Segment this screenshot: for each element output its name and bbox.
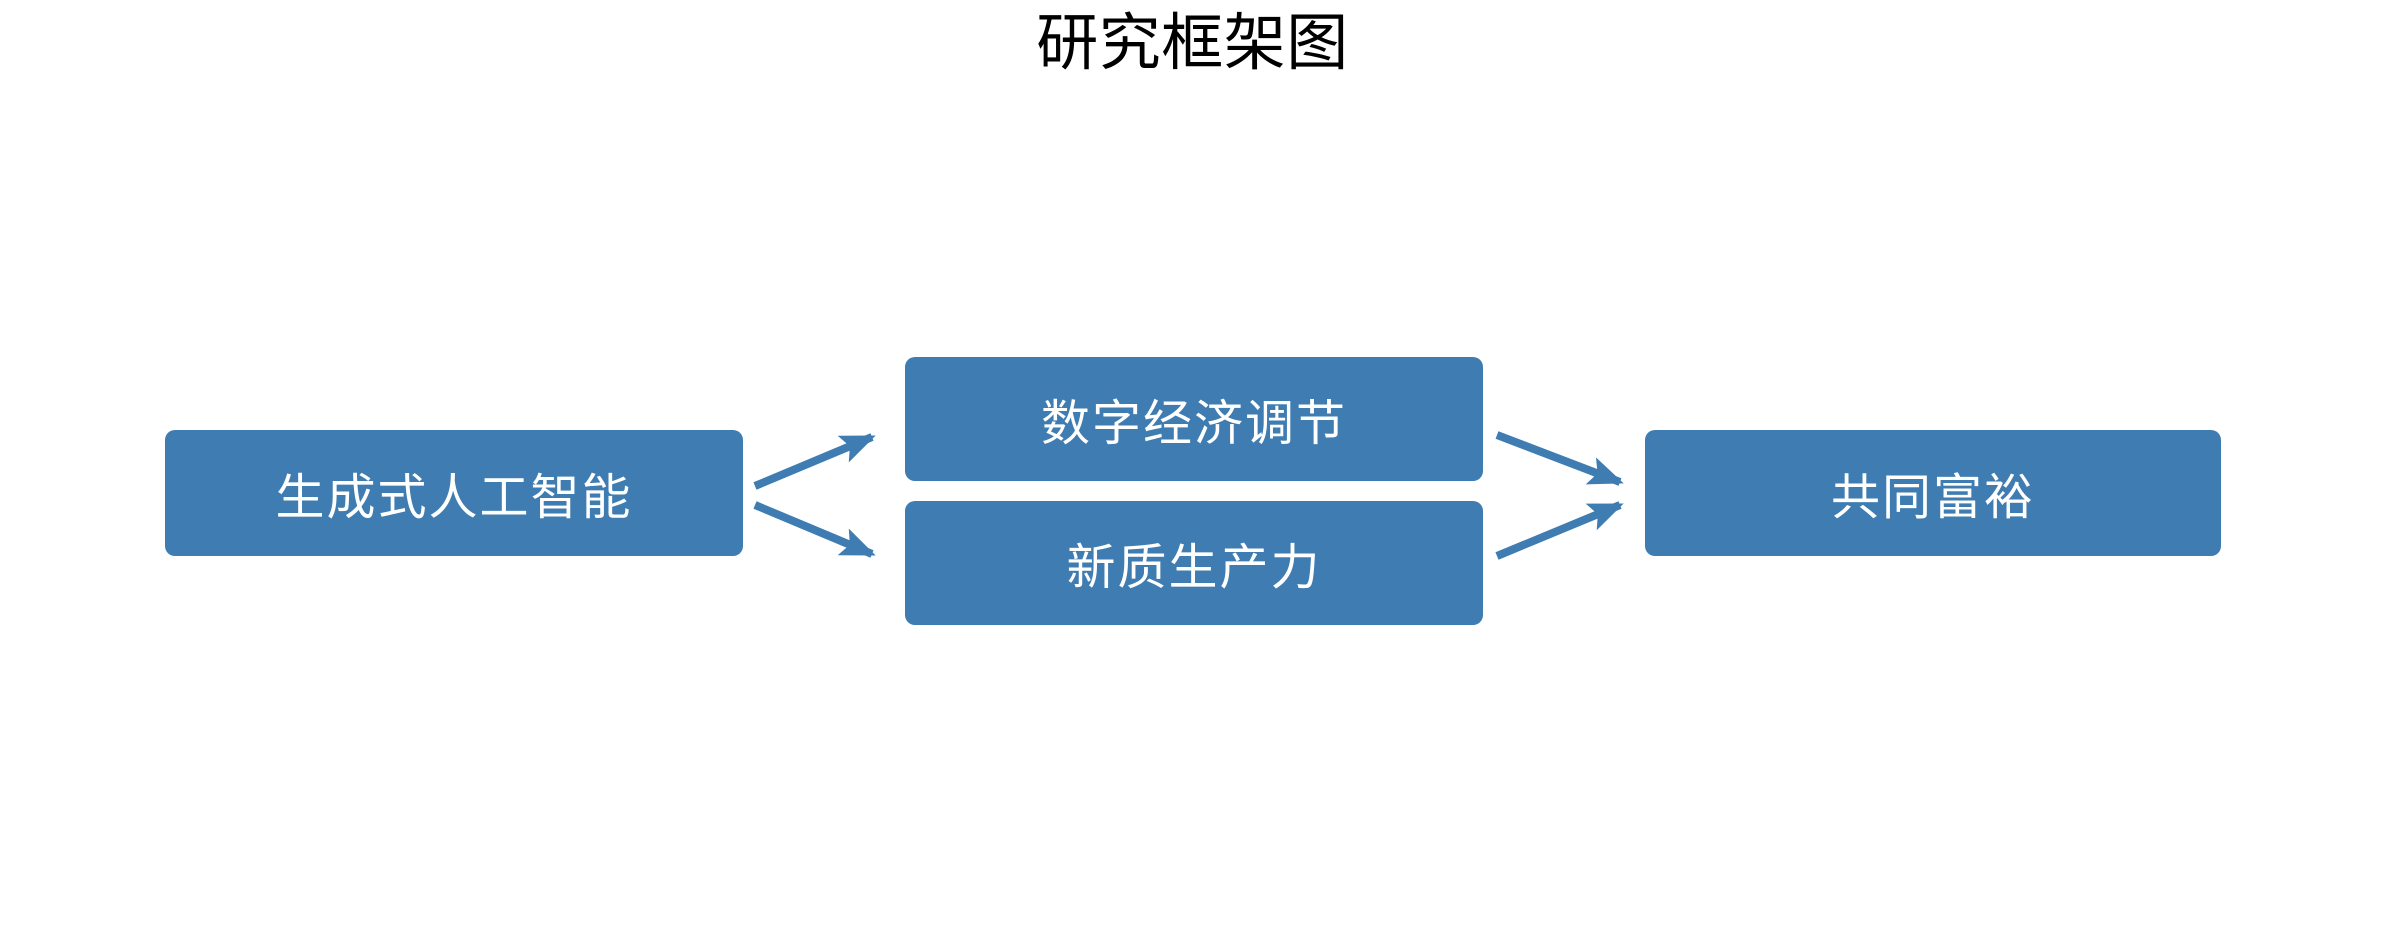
edge-new-productivity-to-common-prosperity (1495, 501, 1624, 560)
edge-gai-to-digital-economy (753, 433, 876, 490)
node-new-quality-productive-forces[interactable]: 新质生产力 (905, 501, 1483, 625)
node-digital-economy-regulation[interactable]: 数字经济调节 (905, 357, 1483, 481)
edge-gai-to-new-productivity (753, 501, 876, 558)
node-common-prosperity[interactable]: 共同富裕 (1645, 430, 2221, 556)
node-generative-ai[interactable]: 生成式人工智能 (165, 430, 743, 556)
page-title: 研究框架图 (1036, 9, 1349, 78)
edge-digital-economy-to-common-prosperity (1495, 431, 1624, 486)
